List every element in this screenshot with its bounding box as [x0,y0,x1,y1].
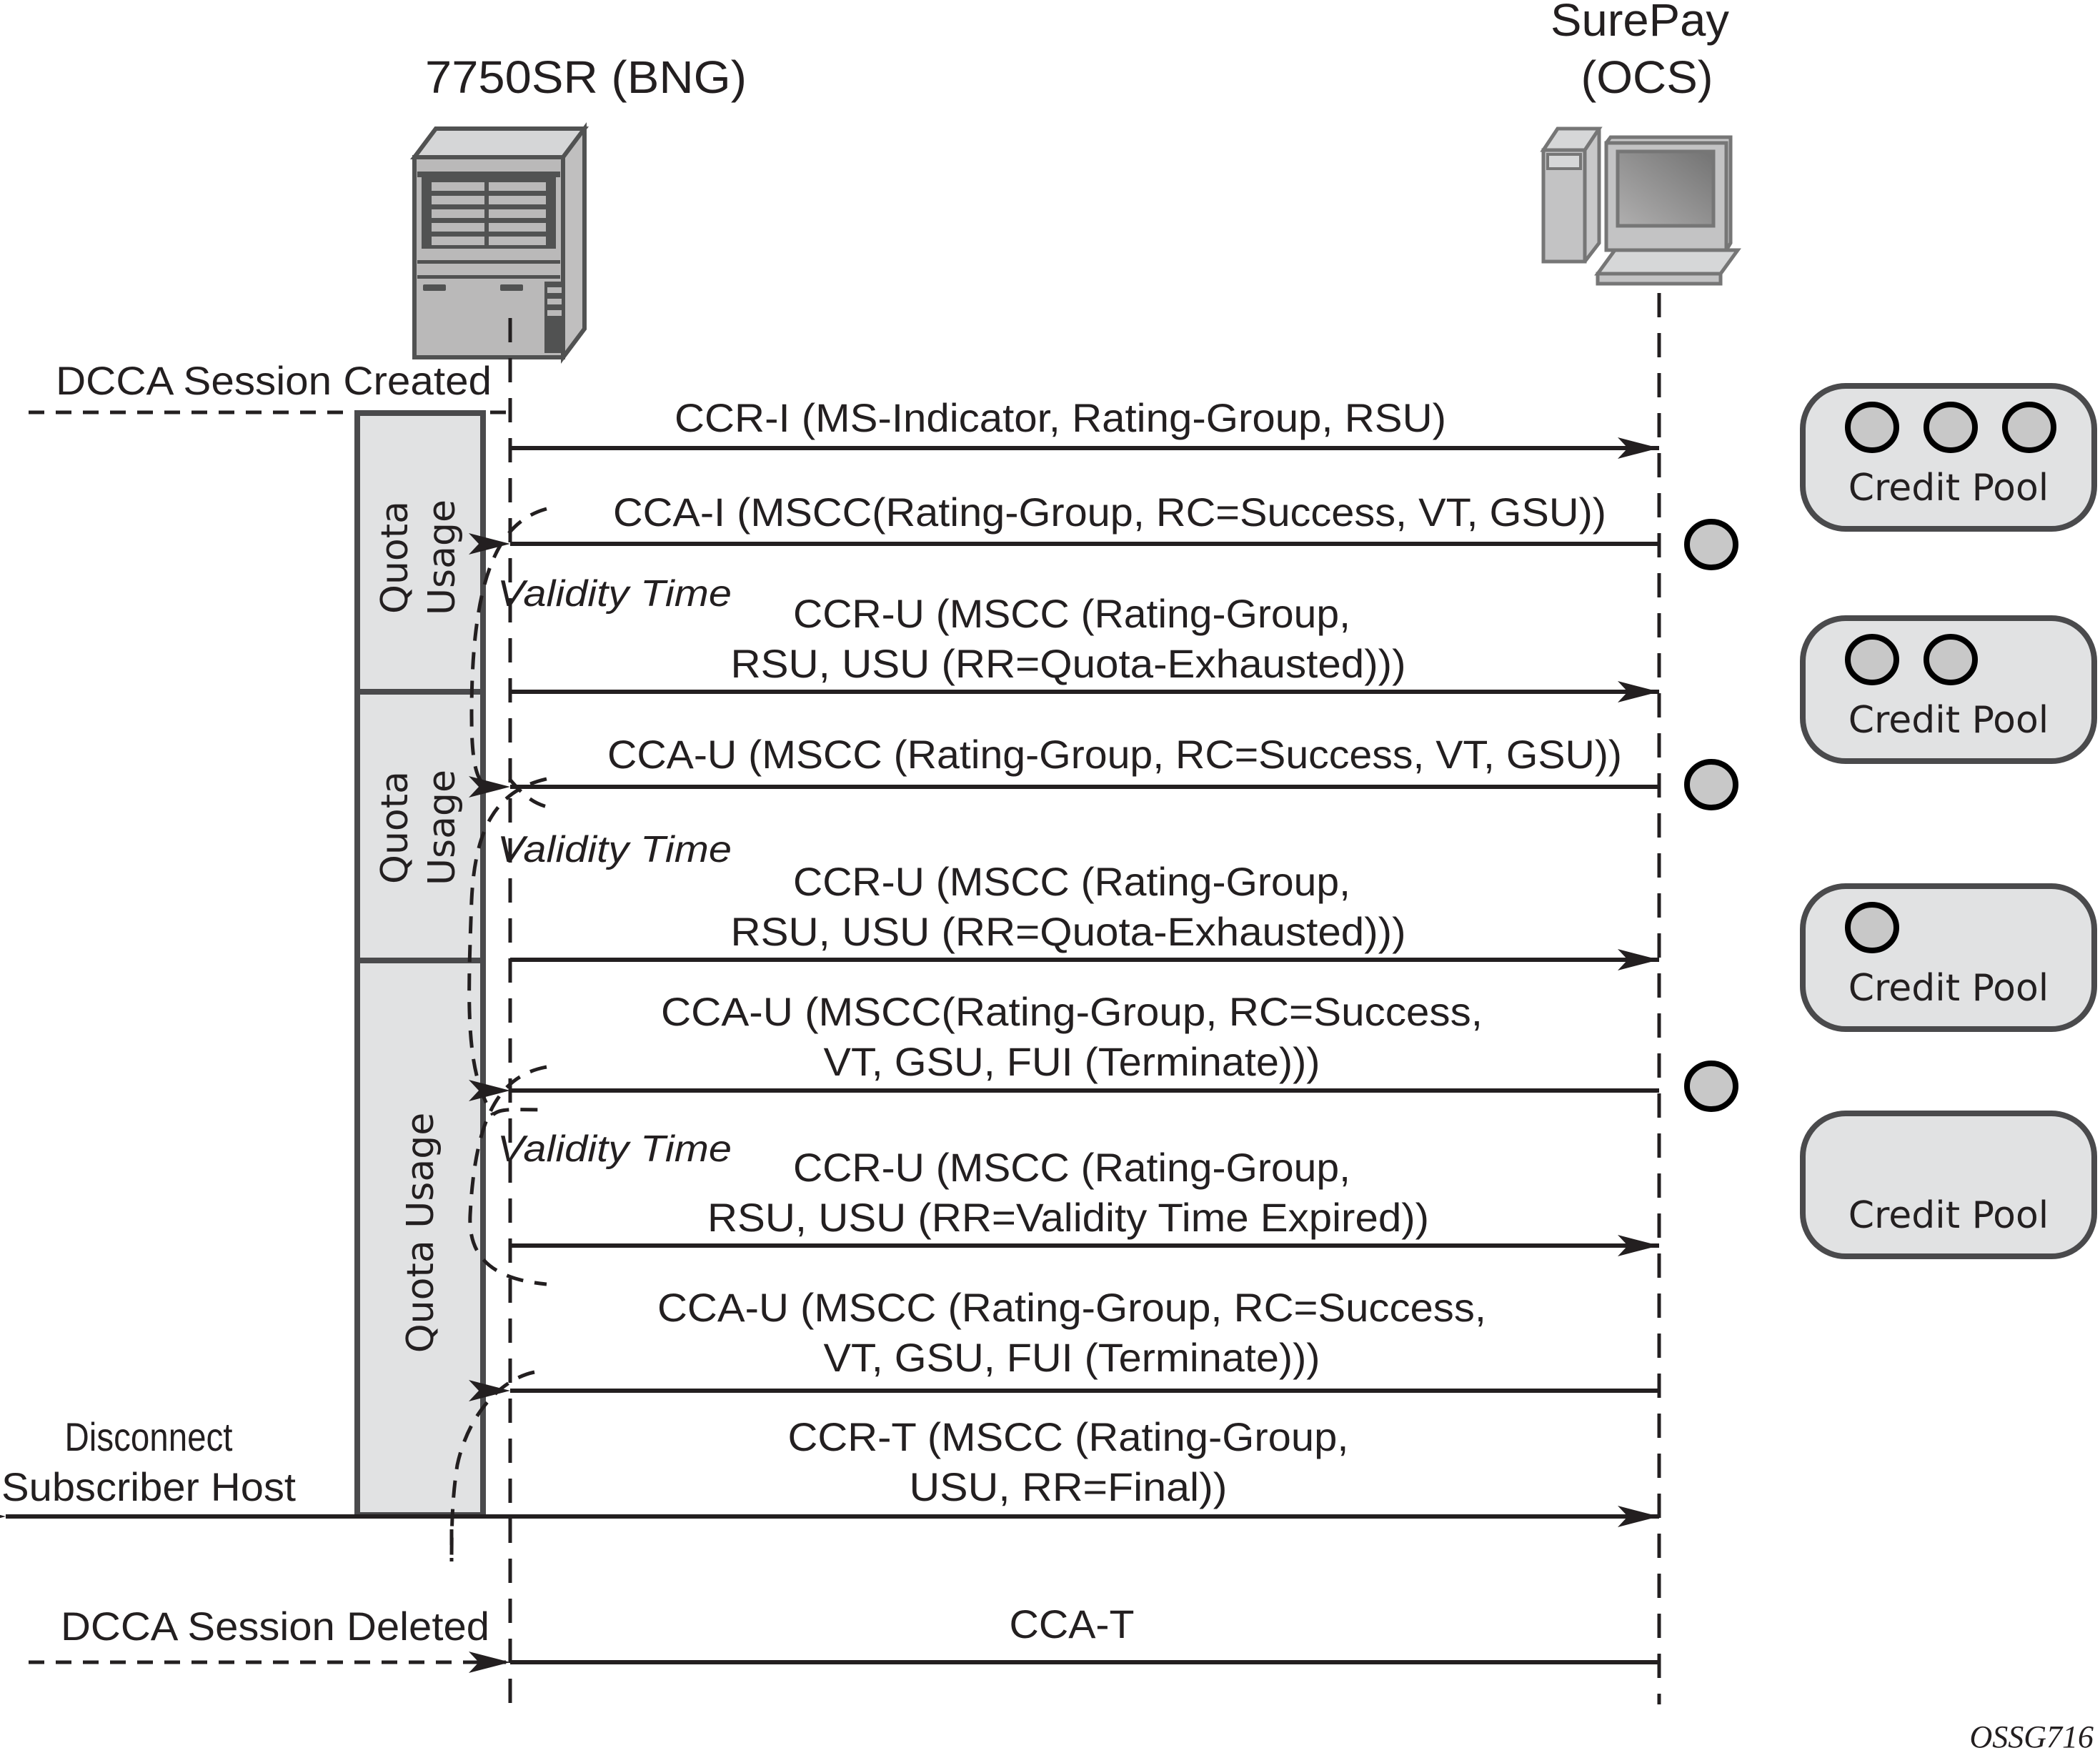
message-label: RSU, USU (RR=Validity Time Expired)) [707,1195,1429,1240]
credit-unit-token [1924,402,1978,453]
message-ccr-u-1: CCR-U (MSCC (Rating-Group, RSU, USU (RR=… [510,591,1659,702]
credit-unit-token [1845,402,1899,453]
message-label: VT, GSU, FUI (Terminate))) [824,1335,1320,1380]
message-label: CCA-T [1010,1601,1135,1647]
validity-time-arc [469,507,547,788]
validity-time-arc-tail [492,1108,547,1116]
quota-label: Usage [421,500,464,615]
credit-unit-token [1845,634,1899,685]
credit-pool-box [1800,1111,2097,1259]
credit-pool: Credit Pool [1800,615,2097,764]
validity-time-arc [467,777,547,1116]
quota-usage-block: Quota Usage [354,410,486,695]
quota-usage-block: Quota Usage [354,689,486,963]
message-label: CCA-U (MSCC (Rating-Group, RC=Success, [657,1285,1486,1330]
message-cca-i: CCA-I (MSCC(Rating-Group, RC=Success, VT… [469,490,1659,555]
message-label: CCR-U (MSCC (Rating-Group, [793,1145,1350,1190]
ocs-title-line1: SurePay [1551,0,1729,46]
message-label: CCR-T (MSCC (Rating-Group, [788,1414,1349,1459]
router-chassis-icon [410,122,589,364]
computer-workstation-icon [1540,126,1741,286]
session-created-label: DCCA Session Created [56,358,492,403]
session-deleted-label: DCCA Session Deleted [61,1604,489,1649]
disconnect-label-line2: Subscriber Host [1,1464,296,1509]
message-label: CCA-U (MSCC(Rating-Group, RC=Success, [661,989,1483,1034]
credit-unit-token [1924,634,1978,685]
credit-unit-token [2002,402,2056,453]
message-label: USU, RR=Final)) [910,1464,1228,1509]
quota-label: Quota Usage [399,1113,442,1354]
quota-label: Usage [421,770,464,885]
credit-pool: Credit Pool [1800,383,2097,532]
message-label: CCR-U (MSCC (Rating-Group, [793,859,1350,904]
granted-unit-token [1684,519,1738,570]
bng-title: 7750SR (BNG) [425,51,747,103]
figure-id: OSSG716 [1969,1719,2094,1754]
credit-pool-label: Credit Pool [1848,1194,2049,1237]
message-label: CCR-U (MSCC (Rating-Group, [793,591,1350,636]
validity-time-arc-tail [508,778,551,810]
quota-usage-block: Quota Usage [354,958,486,1518]
message-label: CCA-I (MSCC(Rating-Group, RC=Success, VT… [613,490,1606,535]
credit-unit-token [1845,902,1899,953]
validity-time-label: Validity Time [497,829,732,870]
message-ccr-u-2: CCR-U (MSCC (Rating-Group, RSU, USU (RR=… [510,859,1659,970]
credit-pool-label: Credit Pool [1848,699,2049,742]
message-cca-t: CCA-T [469,1601,1659,1673]
message-ccr-t: CCR-T (MSCC (Rating-Group, USU, RR=Final… [500,1414,1659,1527]
ocs-title-line2: (OCS) [1581,51,1713,103]
message-label: RSU, USU (RR=Quota-Exhausted))) [731,641,1406,686]
granted-units [1684,519,1738,1112]
validity-time-label: Validity Time [497,1128,732,1170]
message-cca-u-2: CCA-U (MSCC(Rating-Group, RC=Success, VT… [469,989,1659,1101]
message-label: VT, GSU, FUI (Terminate))) [824,1039,1320,1084]
message-cca-u-3: CCA-U (MSCC (Rating-Group, RC=Success, V… [469,1285,1659,1401]
quota-label: Quota [374,771,417,884]
credit-pool: Credit Pool [1800,883,2097,1032]
credit-pool-label: Credit Pool [1848,967,2049,1010]
message-label: RSU, USU (RR=Quota-Exhausted))) [731,909,1406,954]
disconnect-label-line1: Disconnect [65,1414,233,1459]
quota-label: Quota [374,501,417,614]
message-label: CCA-U (MSCC (Rating-Group, RC=Success, V… [607,732,1622,777]
message-cca-u-1: CCA-U (MSCC (Rating-Group, RC=Success, V… [469,732,1659,798]
validity-time-label: Validity Time [497,573,732,615]
message-label: CCR-I (MS-Indicator, Rating-Group, RSU) [675,395,1446,440]
granted-unit-token [1684,759,1738,810]
validity-time-arc [468,1065,547,1286]
credit-pool-label: Credit Pool [1848,467,2049,510]
granted-unit-token [1684,1061,1738,1112]
credit-pool: Credit Pool [1800,1111,2097,1259]
message-ccr-i: CCR-I (MS-Indicator, Rating-Group, RSU) [510,395,1659,459]
message-ccr-u-3: CCR-U (MSCC (Rating-Group, RSU, USU (RR=… [510,1145,1659,1256]
